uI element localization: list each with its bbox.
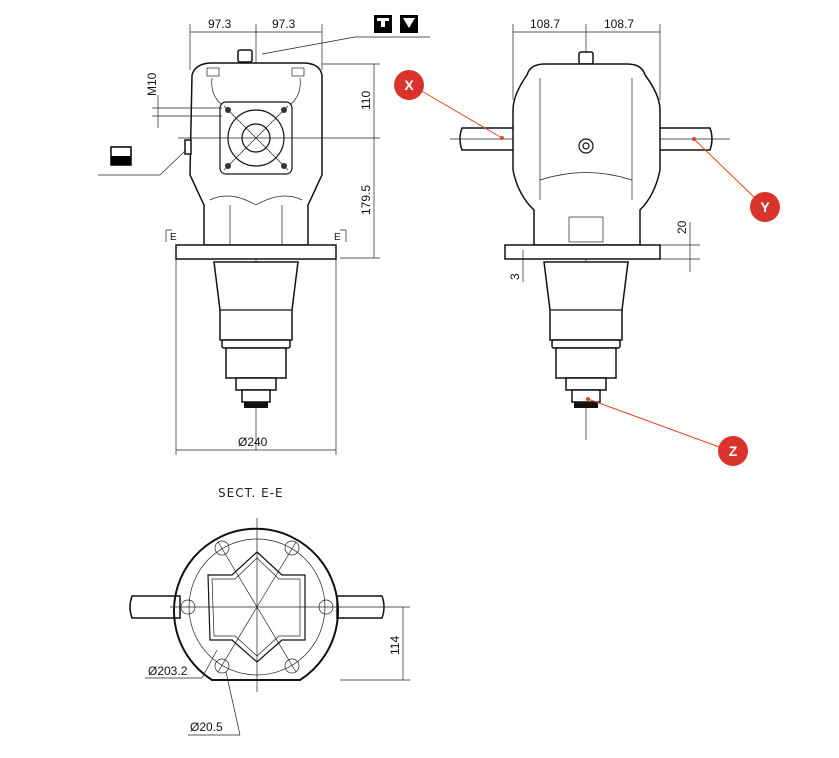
level-plug-symbol <box>110 146 132 166</box>
dim-front-width-left: 97.3 <box>208 17 232 31</box>
dim-side-width-right: 108.7 <box>604 17 634 31</box>
svg-text:Z: Z <box>729 443 738 459</box>
section-view: SECT. E-E 114 Ø203.2 Ø20.5 <box>129 486 410 736</box>
dim-flange-thickness: 20 <box>675 220 689 234</box>
dim-hole-diameter: Ø20.5 <box>190 720 223 734</box>
front-view: 97.3 97.3 <box>98 15 430 455</box>
dim-front-width-right: 97.3 <box>272 17 296 31</box>
callout-z[interactable]: Z <box>718 436 748 466</box>
svg-text:X: X <box>404 77 414 93</box>
section-title: SECT. E-E <box>218 486 284 500</box>
section-marker-right: E <box>334 232 341 243</box>
dim-bolt-circle: Ø203.2 <box>148 664 188 678</box>
section-marker-left: E <box>170 232 177 243</box>
callout-y[interactable]: Y <box>750 192 780 222</box>
callout-x[interactable]: X <box>394 70 424 100</box>
side-view: 108.7 108.7 20 3 <box>394 17 780 466</box>
drain-plug-symbol <box>400 15 418 33</box>
svg-text:Y: Y <box>760 199 770 215</box>
dim-thread: M10 <box>145 72 159 96</box>
dim-section-offset: 114 <box>388 636 402 655</box>
dim-base-diameter: Ø240 <box>238 435 268 449</box>
dim-front-height-top: 110 <box>359 91 373 110</box>
dim-side-offset: 3 <box>508 273 522 280</box>
dim-side-width-left: 108.7 <box>530 17 560 31</box>
dim-front-height-bottom: 179.5 <box>359 185 373 215</box>
fill-plug-symbol <box>374 15 392 33</box>
